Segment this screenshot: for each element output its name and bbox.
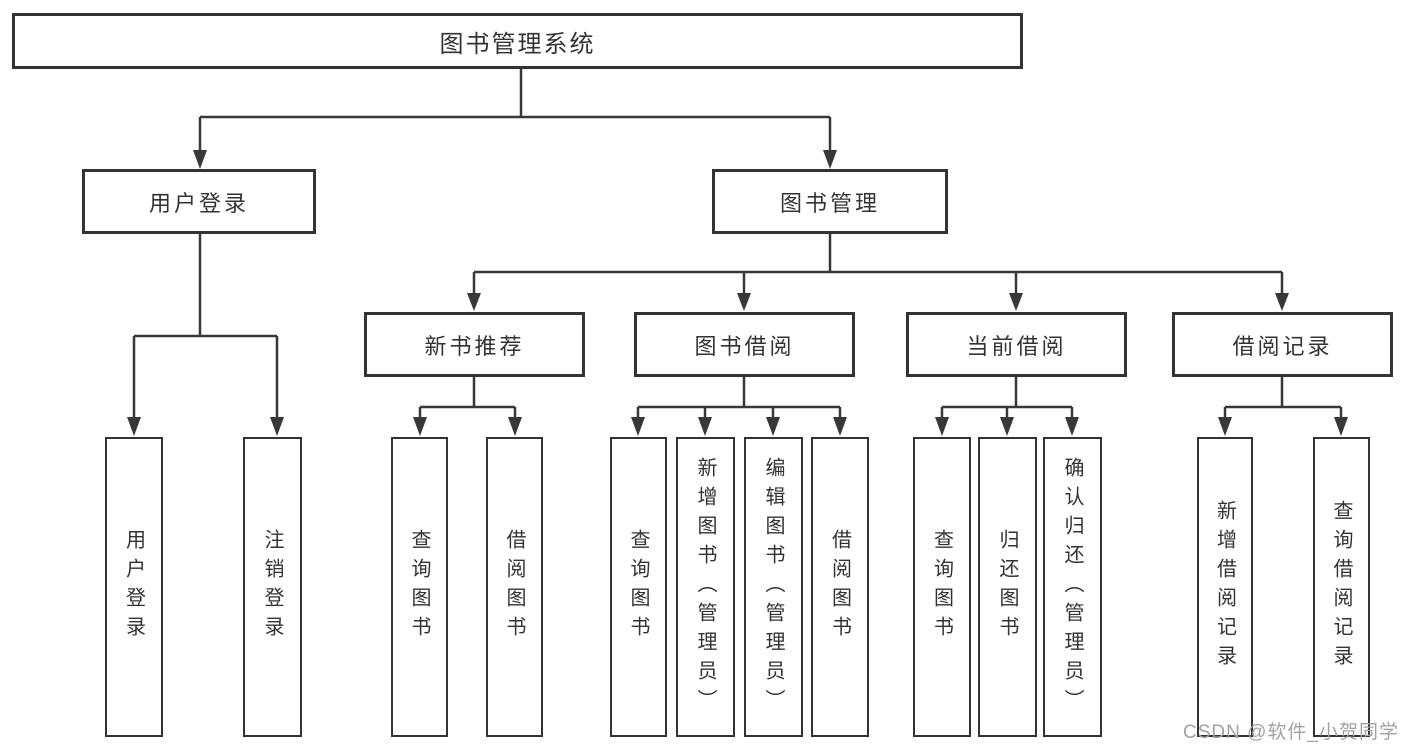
node-library-management-system: 图书管理系统 (12, 13, 1023, 69)
leaf-query-books-borrow: 查询图书 (610, 437, 667, 737)
connector-borrow-records-group (1218, 376, 1348, 436)
leaf-borrow-books: 借阅图书 (811, 437, 869, 737)
node-new-book-recommend: 新书推荐 (364, 312, 585, 377)
node-book-management: 图书管理 (712, 169, 948, 234)
connector-current-borrow-group (935, 376, 1079, 436)
leaf-user-login: 用户登录 (105, 437, 163, 737)
leaf-edit-books-admin: 编辑图书（管理员） (744, 437, 803, 737)
connector-book-management-to-level3 (467, 233, 1289, 311)
connector-user-login-group (127, 233, 284, 436)
leaf-add-borrow-record: 新增借阅记录 (1197, 437, 1253, 737)
connector-root-to-level2 (193, 68, 837, 169)
connector-new-book-recommend-group (413, 376, 522, 436)
node-user-login: 用户登录 (82, 169, 316, 234)
leaf-add-books-admin: 新增图书（管理员） (676, 437, 735, 737)
leaf-return-books: 归还图书 (978, 437, 1037, 737)
node-borrow-records: 借阅记录 (1172, 312, 1393, 377)
node-book-borrow: 图书借阅 (634, 312, 855, 377)
leaf-confirm-return-admin: 确认归还（管理员） (1043, 437, 1102, 737)
leaf-borrow-books-recommend: 借阅图书 (486, 437, 543, 737)
csdn-watermark: CSDN @软件_小贺同学 (1183, 722, 1399, 743)
node-current-borrow: 当前借阅 (906, 312, 1127, 377)
leaf-query-books-recommend: 查询图书 (391, 437, 448, 737)
leaf-query-borrow-record: 查询借阅记录 (1313, 437, 1370, 737)
leaf-query-books-current: 查询图书 (913, 437, 971, 737)
connector-book-borrow-group (631, 376, 847, 436)
leaf-logout: 注销登录 (243, 437, 302, 737)
